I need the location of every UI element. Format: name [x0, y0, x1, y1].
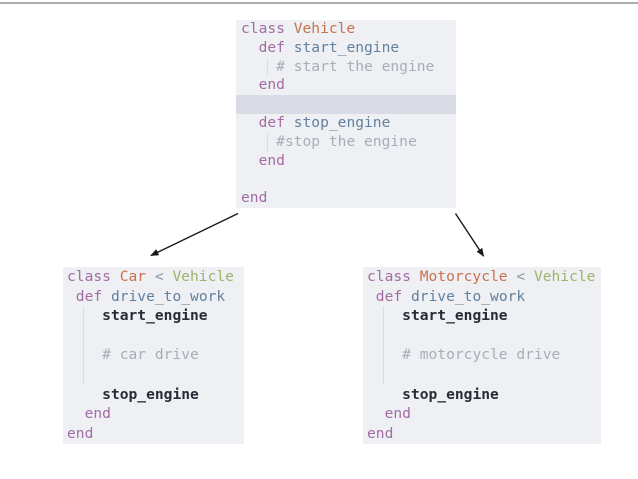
code-token-keyword: end — [84, 405, 111, 423]
code-token-plain — [241, 133, 276, 150]
code-token-classname: Motorcycle — [419, 268, 508, 285]
code-token-method: drive_to_work — [110, 287, 226, 305]
code-token-keyword: end — [241, 189, 268, 207]
code-token-classname: Car — [119, 268, 147, 285]
code-token-plain — [67, 346, 102, 363]
code-line: end — [363, 404, 601, 424]
code-line: class Car < Vehicle — [63, 267, 244, 287]
code-token-comment: # car drive — [102, 346, 199, 364]
code-token-keyword: def — [258, 38, 294, 56]
code-token-keyword: def — [375, 287, 411, 305]
code-block-motorcycle: class Motorcycle < Vehicle def drive_to_… — [363, 267, 601, 444]
code-line: end — [236, 152, 456, 171]
code-line: start_engine — [363, 306, 601, 326]
code-token-keyword: class — [367, 268, 420, 285]
code-token-keyword: def — [258, 113, 294, 131]
code-token-call: stop_engine — [402, 385, 499, 403]
code-token-keyword: end — [384, 405, 411, 423]
code-token-method: start_engine — [293, 38, 400, 56]
code-token-call: stop_engine — [102, 385, 199, 403]
code-token-plain — [241, 76, 259, 93]
code-token-plain — [367, 288, 376, 305]
code-line — [363, 325, 601, 346]
indent-guide — [83, 364, 84, 385]
code-token-plain — [67, 288, 76, 305]
code-token-call: start_engine — [102, 307, 208, 325]
code-token-superclass: Vehicle — [172, 268, 234, 285]
indent-guide — [383, 345, 384, 365]
code-line: end — [63, 424, 244, 444]
code-line: # motorcycle drive — [363, 345, 601, 365]
code-token-comment: #stop the engine — [276, 132, 417, 150]
code-token-classname: Vehicle — [293, 20, 356, 37]
code-line: end — [236, 189, 456, 208]
highlighted-code-line — [236, 95, 456, 114]
code-line: #stop the engine — [236, 132, 456, 152]
code-line: def stop_engine — [236, 114, 456, 133]
code-line: end — [363, 424, 601, 444]
code-token-plain — [241, 114, 259, 131]
code-line — [63, 364, 244, 385]
code-token-keyword: end — [367, 424, 394, 442]
code-token-call: start_engine — [402, 307, 508, 325]
code-token-keyword: end — [258, 151, 285, 169]
code-line — [63, 325, 244, 346]
indent-guide — [267, 132, 268, 152]
code-token-keyword: end — [67, 424, 94, 442]
code-line: start_engine — [63, 306, 244, 326]
code-token-plain — [367, 386, 402, 403]
indent-guide — [383, 306, 384, 326]
code-token-plain — [241, 152, 259, 169]
code-line — [363, 364, 601, 385]
code-token-keyword: class — [241, 20, 294, 37]
code-line: def start_engine — [236, 39, 456, 58]
code-token-plain — [67, 405, 85, 422]
code-line: end — [63, 404, 244, 424]
code-block-vehicle: class Vehicle def start_engine # start t… — [236, 20, 456, 208]
code-token-method: drive_to_work — [410, 287, 526, 305]
code-token-method: stop_engine — [293, 113, 391, 131]
indent-guide — [383, 325, 384, 346]
code-line: # car drive — [63, 345, 244, 365]
code-line: class Vehicle — [236, 20, 456, 39]
code-line — [236, 170, 456, 189]
inheritance-arrow-to-motorcycle — [454, 213, 485, 257]
indent-guide — [383, 364, 384, 385]
indent-guide — [83, 345, 84, 365]
indent-guide — [83, 306, 84, 326]
code-token-keyword: end — [258, 76, 285, 94]
indent-guide — [267, 57, 268, 77]
code-block-car: class Car < Vehicle def drive_to_work st… — [63, 267, 244, 444]
code-line: end — [236, 76, 456, 95]
page-top-border-line — [0, 2, 638, 4]
code-token-plain — [241, 58, 276, 75]
code-token-superclass: Vehicle — [533, 268, 596, 285]
code-line: # start the engine — [236, 57, 456, 77]
code-token-plain — [67, 307, 102, 324]
code-token-keyword: class — [67, 268, 120, 285]
code-token-plain — [241, 39, 259, 56]
code-token-operator: < — [146, 268, 173, 285]
inheritance-arrow-to-car — [150, 212, 239, 257]
code-line: class Motorcycle < Vehicle — [363, 267, 601, 287]
code-token-comment: # motorcycle drive — [402, 346, 561, 364]
indent-guide — [83, 325, 84, 346]
code-token-operator: < — [507, 268, 534, 285]
code-token-keyword: def — [75, 287, 111, 305]
code-line: def drive_to_work — [63, 287, 244, 307]
code-token-plain — [367, 405, 385, 422]
code-token-plain — [367, 307, 402, 324]
code-line: stop_engine — [63, 385, 244, 405]
code-token-plain — [67, 386, 102, 403]
code-line: stop_engine — [363, 385, 601, 405]
code-line: def drive_to_work — [363, 287, 601, 307]
code-token-plain — [367, 346, 402, 363]
code-token-comment: # start the engine — [276, 57, 435, 75]
